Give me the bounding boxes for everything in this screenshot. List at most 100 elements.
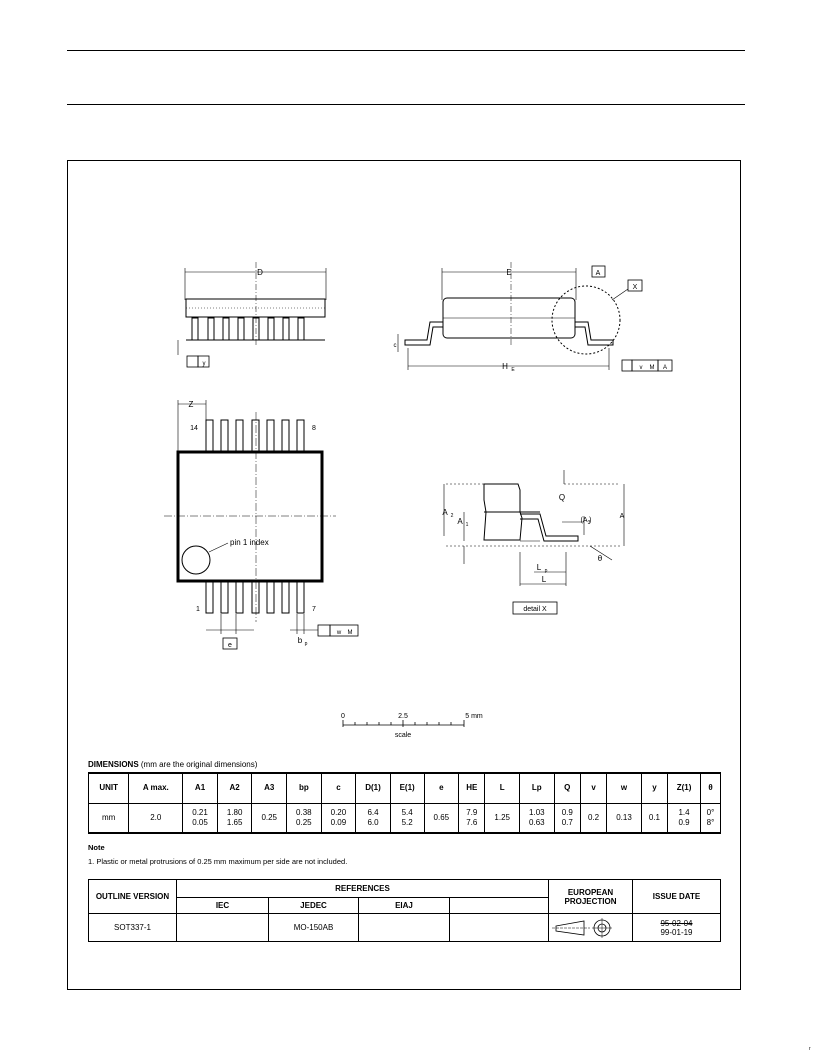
top-view — [164, 400, 359, 650]
label-l: L — [542, 575, 547, 584]
dimensions-title-rest: (mm are the original dimensions) — [138, 760, 258, 769]
european-projection-cell — [548, 913, 633, 942]
dim-header: w — [606, 772, 642, 804]
dim-header: HE — [458, 772, 486, 804]
dim-max: 0.20 — [330, 807, 347, 817]
references-table: OUTLINE VERSION REFERENCES EUROPEAN PROJ… — [88, 879, 721, 942]
dim-min: 5.2 — [401, 817, 413, 827]
label-pin1-index: pin 1 index — [230, 538, 269, 547]
label-ze: Z — [189, 400, 194, 409]
dimensions-title-bold: DIMENSIONS — [88, 760, 139, 769]
label-a-detail: A — [620, 513, 625, 520]
label-q: Q — [559, 493, 565, 502]
note-block: Note 1. Plastic or metal protrusions of … — [88, 843, 347, 866]
issue-date-cell: 95-02-04 99-01-19 — [632, 913, 721, 942]
dim-max: 1.25 — [494, 812, 510, 822]
dim-max: 0.1 — [648, 812, 660, 822]
dim-min: 0.09 — [330, 817, 347, 827]
label-v: v — [640, 365, 643, 371]
dim-max: 1.03 — [529, 807, 545, 817]
note-text: 1. Plastic or metal protrusions of 0.25 … — [88, 857, 348, 866]
dim-value: 1.25 — [484, 803, 521, 834]
dim-max: 0.25 — [261, 812, 278, 822]
dim-header: θ — [700, 772, 721, 804]
dim-header: UNIT — [87, 772, 130, 804]
dimensions-header-row: UNIT A max. A1 A2 A3 bp c D(1) E(1) e HE… — [87, 772, 721, 804]
issue-date-header: ISSUE DATE — [632, 879, 721, 914]
issue-date-old: 95-02-04 — [660, 918, 693, 928]
dim-min: 0.9 — [678, 817, 690, 827]
label-bp: b — [298, 636, 303, 645]
dim-max: 5.4 — [401, 807, 413, 817]
header-rule-top — [67, 50, 745, 51]
dim-header: A max. — [128, 772, 184, 804]
label-pin14: 14 — [190, 425, 198, 432]
label-a2: A — [442, 508, 448, 517]
dim-header: A2 — [216, 772, 253, 804]
dim-header: A3 — [251, 772, 288, 804]
scale-label: scale — [395, 732, 411, 739]
dim-header: bp — [286, 772, 322, 804]
dim-header: c — [320, 772, 357, 804]
label-pin1: 1 — [196, 606, 200, 613]
dim-max: 2.0 — [150, 812, 162, 822]
scale-2-5: 2.5 — [398, 713, 408, 720]
dim-value: 0.13 — [606, 803, 642, 834]
dim-min: 8° — [706, 817, 715, 827]
label-y: y — [203, 361, 206, 367]
dim-max: 1.4 — [678, 807, 690, 817]
dim-header: y — [640, 772, 669, 804]
issue-date-current: 99-01-19 — [660, 927, 693, 937]
dim-header: L — [484, 772, 521, 804]
dim-min: 7.6 — [466, 817, 478, 827]
dim-max: 0.65 — [433, 812, 450, 822]
label-datum-a-ref: A — [663, 365, 667, 371]
dim-min: 0.05 — [192, 817, 208, 827]
dim-max: 0.9 — [561, 807, 573, 817]
jedec-header: JEDEC — [268, 897, 359, 914]
dimensions-table: UNIT A max. A1 A2 A3 bp c D(1) E(1) e HE… — [87, 772, 721, 834]
outline-version-value: SOT337-1 — [88, 913, 177, 942]
references-header: REFERENCES — [176, 879, 549, 898]
dim-max: 0.38 — [296, 807, 312, 817]
dim-min: 1.65 — [226, 817, 243, 827]
label-lp-sub: p — [545, 568, 548, 574]
dimensions-title: DIMENSIONS (mm are the original dimensio… — [88, 760, 257, 769]
label-theta: θ — [598, 554, 603, 563]
dim-min: 0.63 — [529, 817, 545, 827]
scale-0: 0 — [341, 713, 345, 720]
dim-header: E(1) — [389, 772, 425, 804]
note-title: Note — [88, 843, 105, 852]
label-d: D — [257, 268, 263, 277]
label-w: w — [336, 630, 342, 636]
label-detail-x: detail X — [523, 606, 547, 613]
label-pin8: 8 — [312, 425, 316, 432]
label-a2-sub: 2 — [451, 513, 454, 519]
dim-min: 0.7 — [561, 817, 573, 827]
side-view-d — [177, 262, 327, 368]
dim-header: Lp — [519, 772, 555, 804]
dim-value: 2.0 — [128, 803, 184, 834]
eiaj-header: EIAJ — [358, 897, 450, 914]
dim-value: mm — [87, 803, 130, 834]
package-outline-frame — [67, 160, 741, 990]
scale-5: 5 mm — [465, 713, 483, 720]
label-w-m: M — [348, 630, 353, 636]
label-a3: (A ) — [581, 517, 592, 524]
dim-max: mm — [102, 812, 116, 822]
dim-max: 0.21 — [192, 807, 208, 817]
corner-mark: r — [809, 1046, 811, 1052]
dim-max: 7.9 — [466, 807, 478, 817]
dim-max: 6.4 — [367, 807, 379, 817]
blank-value — [449, 913, 549, 942]
eiaj-value — [358, 913, 450, 942]
label-a3-sub: 3 — [588, 520, 591, 526]
